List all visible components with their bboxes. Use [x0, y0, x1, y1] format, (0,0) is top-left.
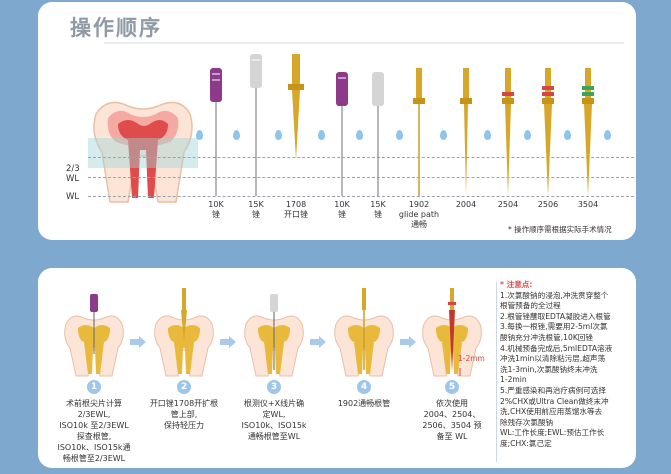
step-number-1: 1 [87, 380, 101, 394]
step4-tooth-illustration [334, 288, 394, 377]
note-line: 1.次氯酸钠的浸泡,冲洗贯穿整个 [500, 290, 609, 300]
label-wl: WL [66, 174, 80, 184]
note-line: 4.机械预备完成后,5mlEDTA溶液 [500, 343, 613, 353]
page-title: 操作顺序 [70, 16, 162, 40]
level-line-wl-bottom [88, 196, 634, 197]
note-line: 洗1-3min,次氯酸钠终末冲洗 [500, 364, 598, 374]
drop-icon [484, 130, 491, 140]
step-number-4: 4 [357, 380, 371, 394]
step-2-text: 开口锉1708开扩根管上部,保持轻压力 [149, 399, 219, 430]
note-line: WL:工作长度;EWL:预估工作长 [500, 428, 605, 438]
notes-box: * 注意点: 1.次氯酸钠的浸泡,冲洗贯穿整个 根管预备的全过程 2.根管锉蘸取… [500, 280, 630, 450]
level-line-2-3 [88, 157, 634, 158]
drop-icon [318, 130, 325, 140]
note-line: 根管预备的全过程 [500, 301, 561, 311]
level-line-wl [88, 177, 634, 178]
arrow-icon [220, 336, 236, 348]
note-line: 除残存次氯酸钠 [500, 417, 554, 427]
step2-tooth-illustration [154, 288, 214, 377]
arrow-icon [310, 336, 326, 348]
file-icon-3504 [582, 68, 594, 196]
file-label-2004: 2004 [455, 200, 477, 209]
tooth-illustration [88, 101, 198, 203]
note-line: 洗,CHX使用前应用蒸馏水等去 [500, 407, 603, 417]
step1-tooth-illustration [64, 294, 124, 377]
step-number-3: 3 [267, 380, 281, 394]
note-line: 5.严重感染和再治疗病例可选择 [500, 385, 606, 395]
file-icon-1708 [288, 54, 304, 160]
note-line: 冲洗1min以清除粘污层,超声荡 [500, 354, 606, 364]
drop-icon [564, 130, 571, 140]
file-label-2504: 2504 [497, 200, 519, 209]
file-icon-15k-b [372, 72, 384, 196]
sequence-panel: 操作顺序 2/3 WL WL [38, 2, 636, 240]
title-divider [104, 42, 624, 44]
file-icon-10k-a [210, 68, 222, 196]
drop-icon [233, 130, 240, 140]
note-line: 3.每换一根锉,需要用2-5ml次氯 [500, 322, 608, 332]
drop-icon [440, 130, 447, 140]
step-4-text: 1902通畅根管 [337, 399, 391, 408]
file-icon-2504 [502, 68, 514, 196]
label-wl-bottom: WL [66, 192, 80, 202]
notes-heading: * 注意点: [500, 280, 533, 289]
arrow-icon [400, 336, 416, 348]
file-icon-15k-a [250, 54, 262, 196]
sequence-footnote: * 操作顺序需根据实际手术情况 [508, 225, 612, 234]
file-label-3504: 3504 [577, 200, 599, 209]
label-2-3: 2/3 [66, 164, 80, 174]
note-line: 酸钠充分冲洗根管,10K回锉 [500, 332, 593, 342]
step5-tooth-illustration [422, 288, 482, 377]
step3-tooth-illustration [244, 294, 304, 377]
drop-icon [356, 130, 363, 140]
file-icon-2506 [542, 68, 554, 196]
step-number-2: 2 [177, 380, 191, 394]
notes-divider [496, 282, 497, 462]
note-line: 度;CHX:氯己定 [500, 438, 552, 448]
drop-icon [275, 130, 282, 140]
file-label-2506: 2506 [537, 200, 559, 209]
note-line: 2%CHX或Ultra Clean做终末冲 [500, 396, 609, 406]
file-icon-2004 [460, 68, 472, 196]
note-line: 2.根管锉蘸取EDTA凝胶进入根管 [500, 311, 611, 321]
file-icon-1902 [413, 68, 425, 196]
measure-label: 1-2mm [458, 354, 485, 363]
drop-icon [524, 130, 531, 140]
drop-icon [396, 130, 403, 140]
step-number-5: 5 [445, 380, 459, 394]
note-line: 1-2min [500, 375, 527, 385]
file-icon-10k-b [336, 72, 348, 196]
arrow-icon [130, 336, 146, 348]
drop-icon [196, 130, 203, 140]
drop-icon [604, 130, 611, 140]
